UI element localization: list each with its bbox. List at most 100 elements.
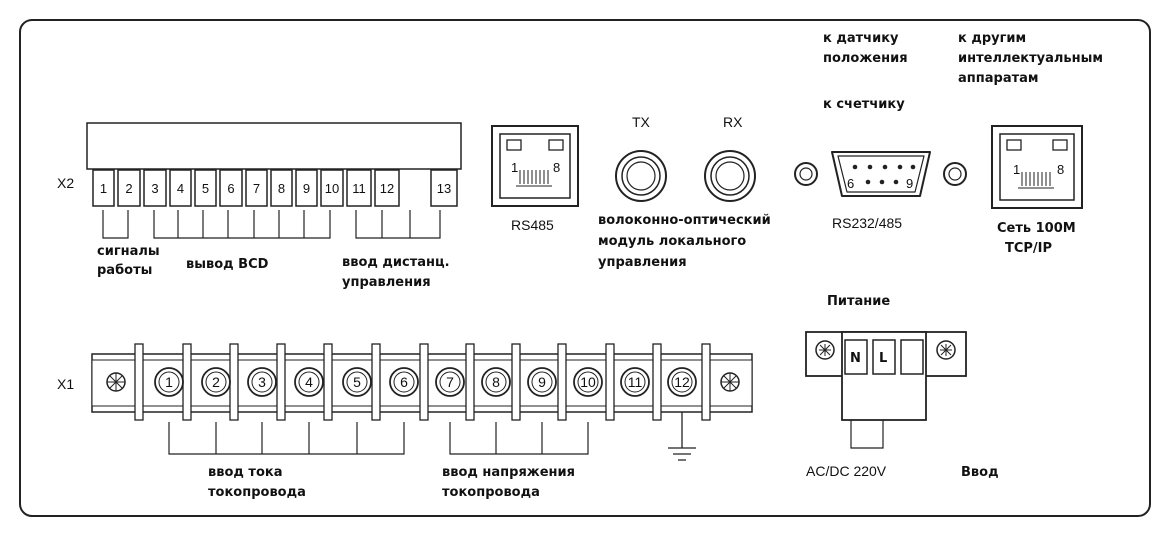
network-label-2: TCP/IP bbox=[1005, 241, 1052, 256]
x1-terminal: 8 bbox=[481, 367, 511, 397]
x2-terminal: 1 bbox=[92, 169, 115, 207]
power-n-label: N bbox=[850, 351, 861, 366]
x1-separator bbox=[182, 343, 192, 421]
ethernet-port: 1 8 bbox=[991, 125, 1083, 209]
x2-bracket-bcd bbox=[153, 210, 331, 239]
x2-terminal: 6 bbox=[219, 169, 243, 207]
x1-terminal-number: 9 bbox=[538, 374, 546, 390]
x1-terminal: 6 bbox=[389, 367, 419, 397]
x1-label: X1 bbox=[57, 376, 74, 392]
ethernet-pin-left: 1 bbox=[1013, 162, 1020, 177]
current-input-label-1: ввод тока bbox=[208, 465, 282, 480]
x2-terminal: 12 bbox=[374, 169, 400, 207]
x1-separator bbox=[229, 343, 239, 421]
x2-terminal: 11 bbox=[346, 169, 372, 207]
work-signals-label-1: сигналы bbox=[97, 244, 160, 259]
x1-separator bbox=[276, 343, 286, 421]
x2-bracket-remote bbox=[355, 210, 441, 239]
x1-separator bbox=[557, 343, 567, 421]
fiber-label-2: модуль локального bbox=[598, 234, 746, 249]
x2-terminal-number: 7 bbox=[253, 181, 260, 196]
x1-separator bbox=[323, 343, 333, 421]
position-sensor-label-1: к датчику bbox=[823, 31, 899, 46]
db9-pin-left: 6 bbox=[847, 176, 854, 191]
x1-terminal-number: 7 bbox=[446, 374, 454, 390]
x2-terminal: 8 bbox=[270, 169, 293, 207]
other-devices-label-2: интеллектуальным bbox=[958, 51, 1103, 66]
remote-input-label-1: ввод дистанц. bbox=[342, 255, 450, 270]
x1-terminal-number: 6 bbox=[400, 374, 408, 390]
tx-label: TX bbox=[632, 114, 651, 130]
x1-terminal: 5 bbox=[342, 367, 372, 397]
x2-terminal: 7 bbox=[245, 169, 268, 207]
x1-terminal-number: 3 bbox=[258, 374, 266, 390]
current-input-label-2: токопровода bbox=[208, 485, 306, 500]
x1-terminal: 7 bbox=[435, 367, 465, 397]
x2-terminal: 5 bbox=[194, 169, 217, 207]
x1-terminal-number: 8 bbox=[492, 374, 500, 390]
power-connector: N L bbox=[805, 331, 967, 449]
x1-end-screw-right bbox=[720, 372, 740, 392]
rs232-485-label: RS232/485 bbox=[832, 215, 902, 231]
position-sensor-label-2: положения bbox=[823, 51, 908, 66]
voltage-input-label-2: токопровода bbox=[442, 485, 540, 500]
voltage-input-label-1: ввод напряжения bbox=[442, 465, 575, 480]
x2-block-top bbox=[86, 122, 462, 170]
other-devices-label-1: к другим bbox=[958, 31, 1026, 46]
rs485-pin-right: 8 bbox=[553, 160, 560, 175]
x2-terminal-number: 13 bbox=[437, 181, 451, 196]
x1-separator bbox=[465, 343, 475, 421]
x2-terminal: 3 bbox=[143, 169, 167, 207]
x2-terminal-number: 4 bbox=[177, 181, 184, 196]
remote-input-label-2: управления bbox=[342, 275, 431, 290]
x1-terminal: 1 bbox=[154, 367, 184, 397]
x1-separator bbox=[652, 343, 662, 421]
x2-terminal: 13 bbox=[430, 169, 458, 207]
ethernet-pin-right: 8 bbox=[1057, 162, 1064, 177]
x2-terminal-number: 2 bbox=[125, 181, 132, 196]
x1-terminal: 2 bbox=[201, 367, 231, 397]
ground-symbol bbox=[668, 412, 696, 461]
x1-terminal: 3 bbox=[247, 367, 277, 397]
x1-terminal-number: 1 bbox=[165, 374, 173, 390]
x1-terminal: 10 bbox=[573, 367, 603, 397]
x1-terminal-number: 11 bbox=[628, 374, 643, 390]
counter-label: к счетчику bbox=[823, 97, 905, 112]
x2-terminal-number: 6 bbox=[227, 181, 234, 196]
network-label-1: Сеть 100M bbox=[997, 221, 1076, 236]
x2-terminal-number: 10 bbox=[325, 181, 339, 196]
rs485-pin-left: 1 bbox=[511, 160, 518, 175]
db9-serial-port: 6 9 bbox=[794, 151, 967, 197]
work-signals-label-2: работы bbox=[97, 263, 152, 278]
other-devices-label-3: аппаратам bbox=[958, 71, 1039, 86]
x2-terminal-number: 8 bbox=[278, 181, 285, 196]
x2-terminal: 2 bbox=[117, 169, 141, 207]
power-l-label: L bbox=[879, 351, 887, 366]
x1-separator bbox=[371, 343, 381, 421]
x1-separator bbox=[511, 343, 521, 421]
x1-bracket-voltage bbox=[449, 422, 589, 455]
x2-terminal-number: 9 bbox=[303, 181, 310, 196]
x1-terminal-number: 10 bbox=[580, 374, 596, 390]
x2-terminal-number: 3 bbox=[151, 181, 158, 196]
x1-terminal: 11 bbox=[620, 367, 650, 397]
rs485-label: RS485 bbox=[511, 217, 554, 233]
x1-terminal-number: 12 bbox=[674, 374, 690, 390]
x2-terminal: 9 bbox=[295, 169, 318, 207]
rx-optical-connector bbox=[704, 150, 756, 202]
x2-terminal: 10 bbox=[320, 169, 344, 207]
x1-terminal-number: 4 bbox=[305, 374, 313, 390]
power-title: Питание bbox=[827, 294, 890, 309]
x2-bracket-work-signals bbox=[102, 210, 129, 239]
power-input-label: Ввод bbox=[961, 465, 999, 480]
x2-terminal-number: 11 bbox=[352, 181, 366, 196]
x1-terminal-number: 5 bbox=[353, 374, 361, 390]
bcd-output-label: вывод BCD bbox=[186, 257, 269, 272]
x1-terminal: 4 bbox=[294, 367, 324, 397]
x1-separator bbox=[701, 343, 711, 421]
x2-terminal-number: 1 bbox=[100, 181, 107, 196]
x1-terminal-number: 2 bbox=[212, 374, 220, 390]
